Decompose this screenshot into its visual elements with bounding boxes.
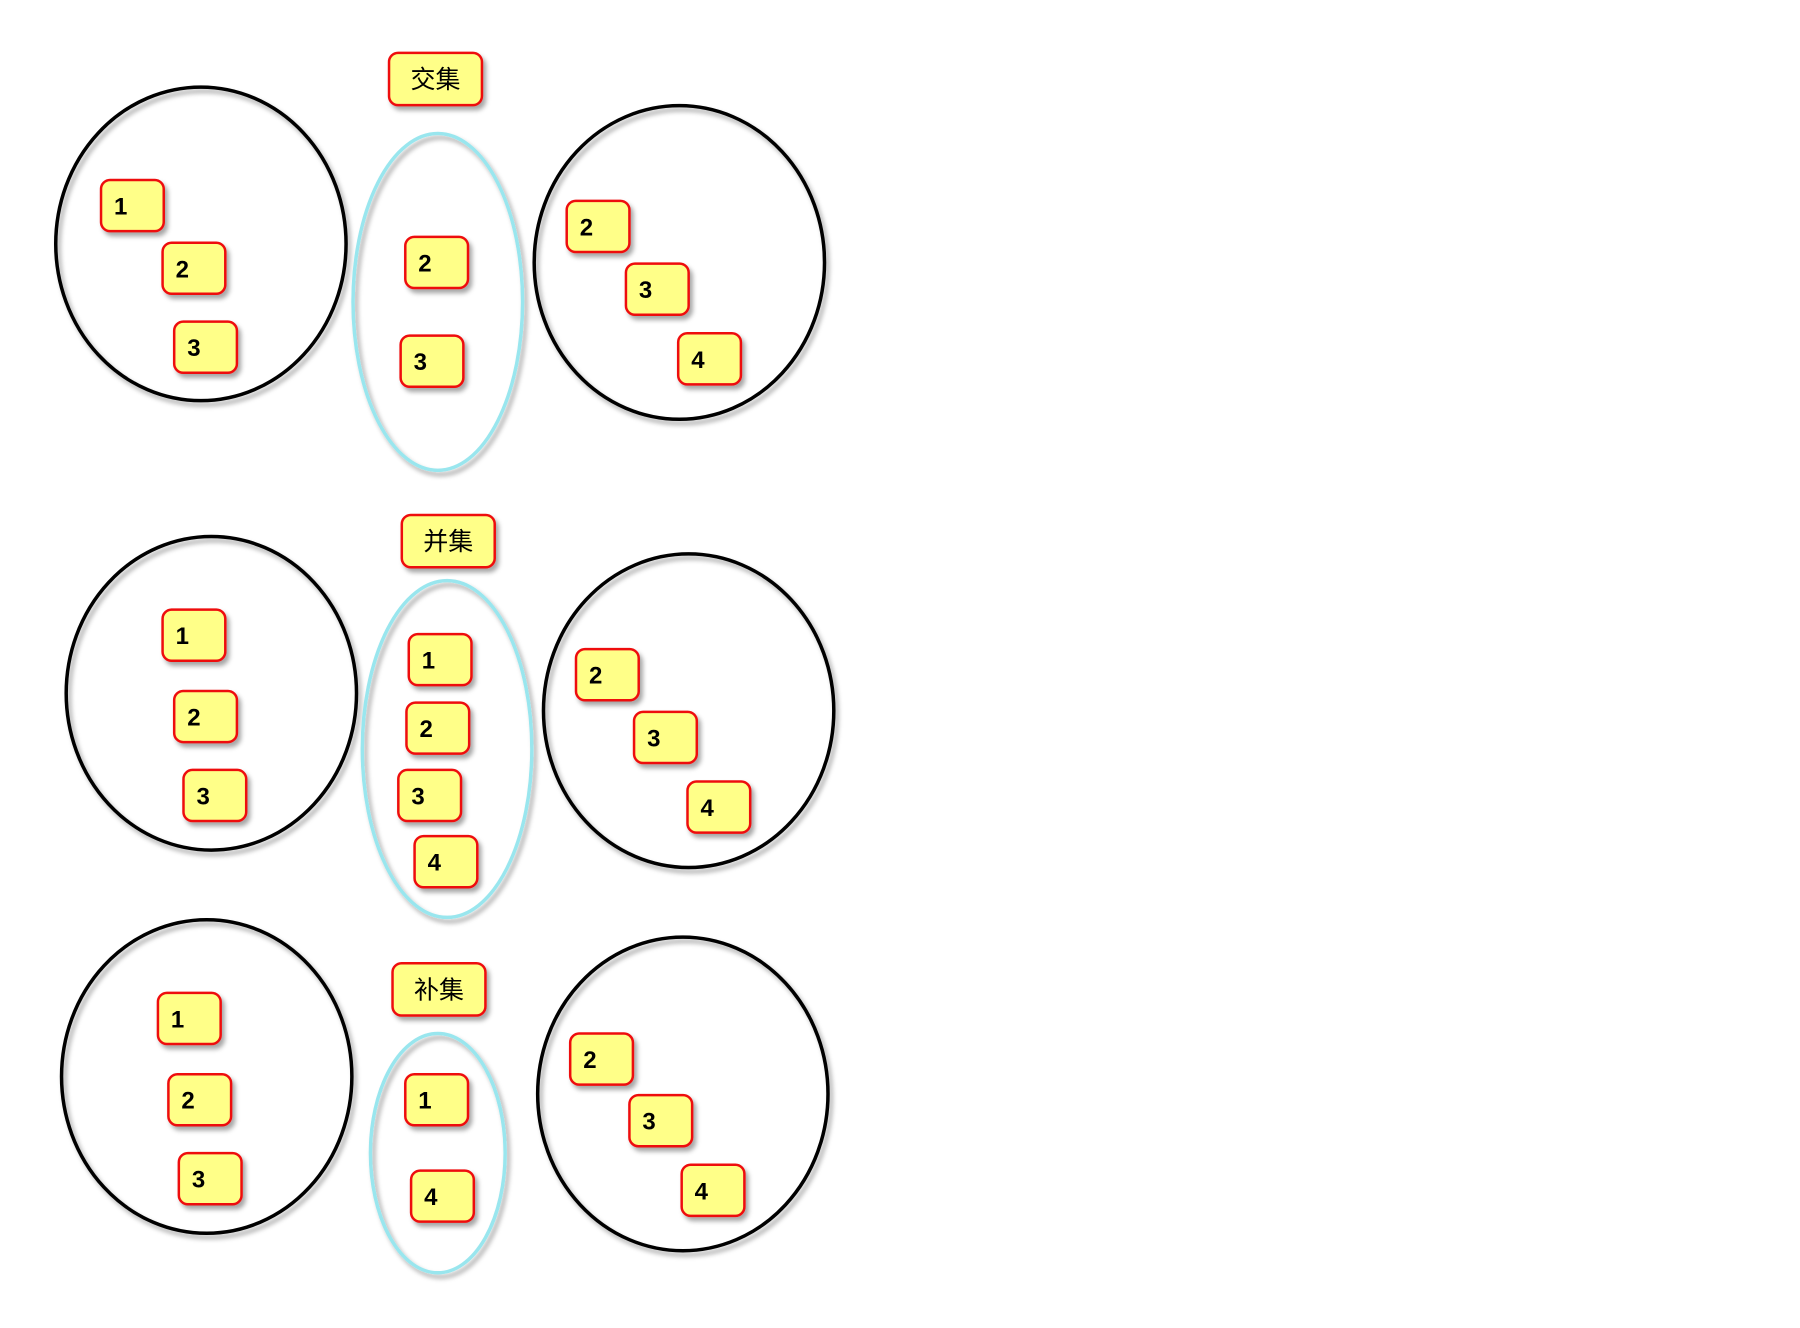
result-set-element-text: 4 <box>428 850 442 877</box>
right-set-element: 4 <box>686 780 752 834</box>
left-set-element-text: 1 <box>171 1006 184 1033</box>
result-set-element: 4 <box>409 1169 476 1223</box>
right-set-circle <box>535 935 830 1253</box>
right-set-circle <box>532 103 827 421</box>
operation-label-text: 补集 <box>414 975 464 1004</box>
left-set-element-text: 2 <box>176 256 189 283</box>
result-set-element-text: 4 <box>424 1184 438 1211</box>
result-set-ellipse <box>351 131 525 473</box>
left-set-element-text: 2 <box>181 1088 194 1115</box>
result-set-element-box <box>405 701 471 755</box>
left-set-element: 1 <box>99 178 165 233</box>
result-set-element: 2 <box>405 701 471 755</box>
right-set-element: 3 <box>624 262 690 316</box>
right-set-element-box <box>624 262 690 316</box>
right-set-element-text: 2 <box>580 214 593 241</box>
operation-label-box <box>391 962 487 1017</box>
result-set-element: 2 <box>404 235 470 290</box>
operation-label: 交集 <box>387 51 484 107</box>
result-set-element-text: 1 <box>422 648 435 675</box>
result-set-element-text: 3 <box>414 349 427 376</box>
right-set-element-text: 2 <box>589 663 602 690</box>
right-set-element: 2 <box>568 1032 635 1086</box>
right-set-element-text: 3 <box>639 277 652 304</box>
right-set-element-box <box>680 1163 746 1218</box>
left-set-element: 3 <box>172 320 239 375</box>
right-set-element-box <box>676 332 743 386</box>
right-set-element: 3 <box>628 1093 694 1148</box>
right-set-element-box <box>574 647 640 702</box>
right-set-element: 4 <box>676 332 743 386</box>
result-set-element: 3 <box>397 768 463 823</box>
right-set-element-text: 4 <box>691 347 705 374</box>
left-set-element-text: 1 <box>176 623 189 650</box>
left-set-element-box <box>172 689 239 744</box>
left-set-element-text: 3 <box>192 1167 205 1194</box>
right-set-element-text: 3 <box>642 1109 655 1136</box>
result-set-element-text: 2 <box>419 716 432 743</box>
left-set-element-box <box>167 1072 233 1127</box>
right-set-element: 3 <box>632 710 699 765</box>
left-set-element-text: 2 <box>187 705 200 732</box>
operation-label-text: 交集 <box>410 65 460 94</box>
result-set-element-box <box>404 235 470 290</box>
left-set-element-text: 1 <box>114 194 127 221</box>
left-set-element-text: 3 <box>187 335 200 362</box>
result-set-ellipse <box>368 1031 507 1275</box>
left-set-element-box <box>182 768 248 823</box>
result-set-element: 3 <box>399 334 465 388</box>
result-set-element-box <box>397 768 463 823</box>
left-set-circle <box>53 85 348 403</box>
left-set-element-text: 3 <box>196 783 209 810</box>
operation-label-box <box>387 51 484 107</box>
operation-label-text: 并集 <box>423 527 473 556</box>
left-set-element-box <box>161 608 227 663</box>
right-set-circle <box>541 552 836 870</box>
right-set-element-box <box>632 710 699 765</box>
result-set-element-text: 1 <box>418 1088 431 1115</box>
left-set-element: 1 <box>161 608 227 663</box>
right-set-element-text: 3 <box>647 725 660 752</box>
left-set-element: 2 <box>172 689 239 744</box>
left-set-element-box <box>177 1151 243 1206</box>
right-set-element-box <box>568 1032 635 1086</box>
result-set-element-box <box>413 834 479 889</box>
left-set-circle <box>64 534 359 852</box>
result-set-element-text: 2 <box>418 250 431 277</box>
right-set-element-box <box>628 1093 694 1148</box>
left-set-element-box <box>161 241 227 296</box>
result-set-ellipse <box>360 578 534 920</box>
right-set-element: 2 <box>574 647 640 702</box>
right-set-element-text: 2 <box>583 1047 596 1074</box>
right-set-element: 2 <box>565 199 631 254</box>
left-set-element: 2 <box>167 1072 233 1127</box>
result-set-element: 1 <box>404 1072 470 1127</box>
left-set-element-box <box>156 991 222 1046</box>
right-set-element: 4 <box>680 1163 746 1218</box>
left-set-circle <box>59 917 354 1236</box>
left-set-element: 3 <box>182 768 248 823</box>
result-set-element: 1 <box>407 632 473 687</box>
operation-label: 并集 <box>400 513 496 569</box>
left-set-element-box <box>172 320 239 375</box>
right-set-element-text: 4 <box>695 1178 709 1205</box>
left-set-element: 1 <box>156 991 222 1046</box>
right-set-element-text: 4 <box>700 795 714 822</box>
result-set-element-box <box>399 334 465 388</box>
result-set-element: 4 <box>413 834 479 889</box>
result-set-element-box <box>409 1169 476 1223</box>
result-set-element-box <box>407 632 473 687</box>
right-set-element-box <box>686 780 752 834</box>
operation-label-box <box>400 513 496 569</box>
left-set-element-box <box>99 178 165 233</box>
result-set-element-text: 3 <box>411 783 424 810</box>
result-set-element-box <box>404 1072 470 1127</box>
right-set-element-box <box>565 199 631 254</box>
operation-label: 补集 <box>391 962 487 1017</box>
left-set-element: 2 <box>161 241 227 296</box>
left-set-element: 3 <box>177 1151 243 1206</box>
